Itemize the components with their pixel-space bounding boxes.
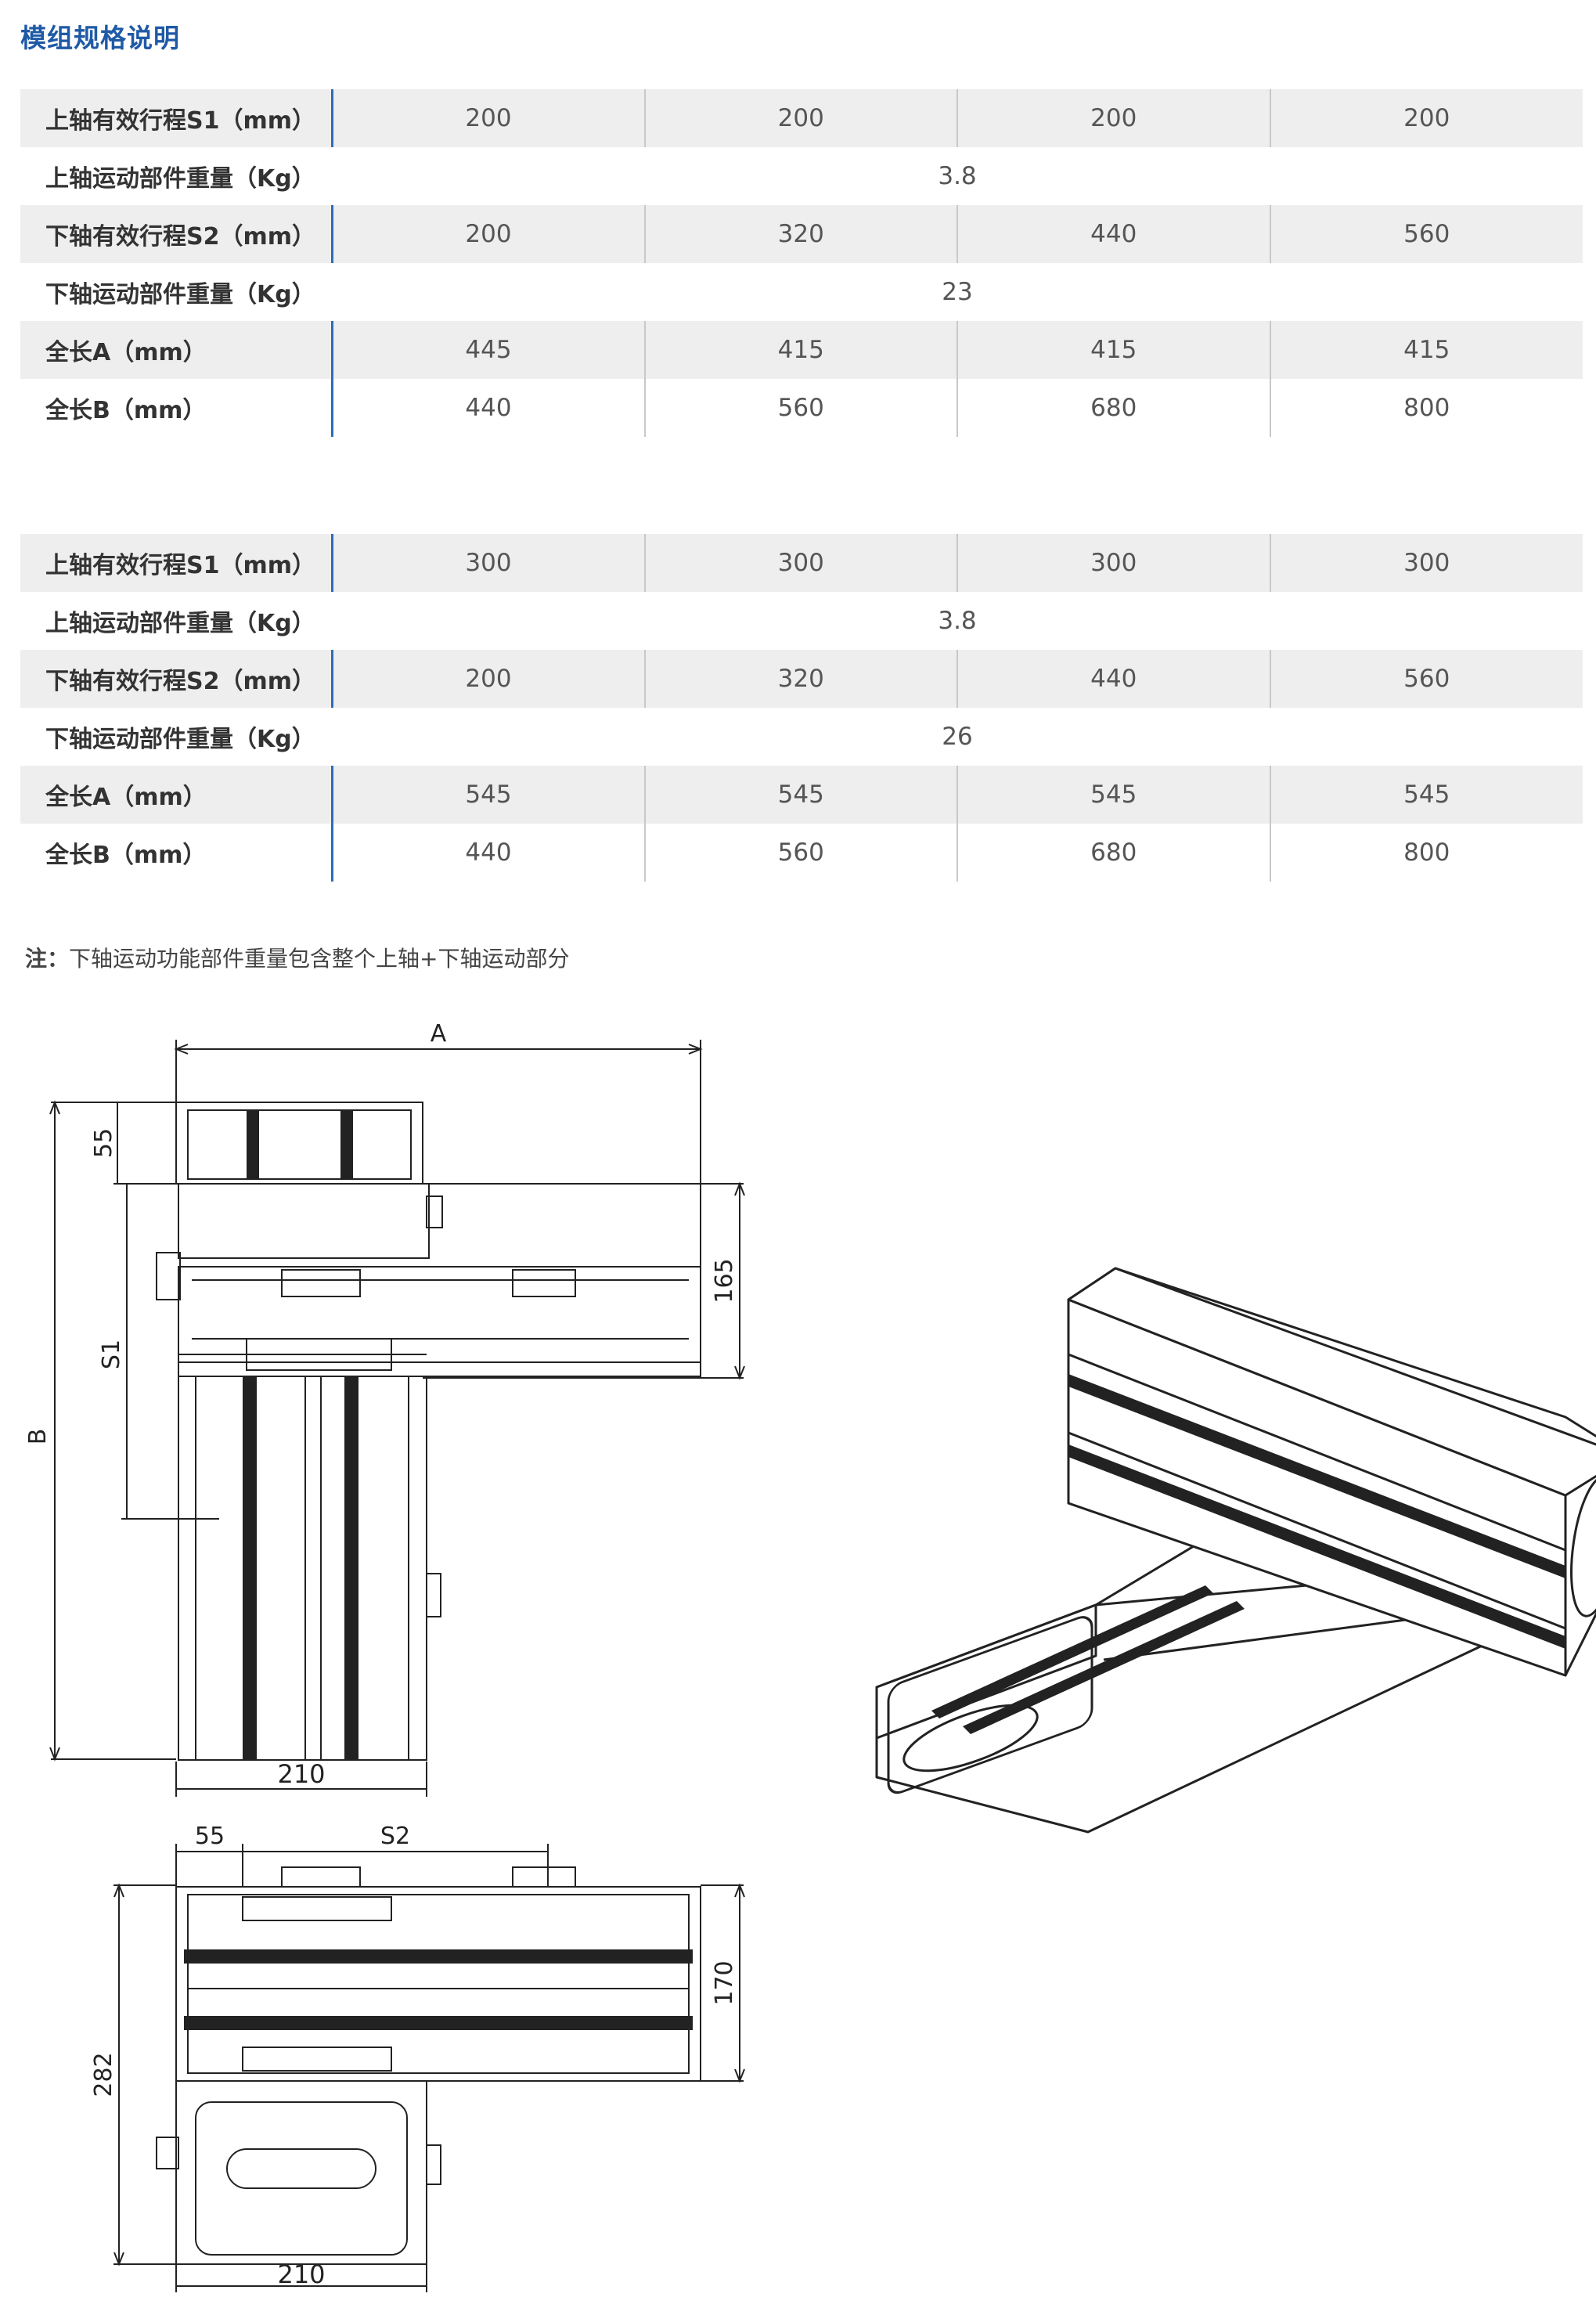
spec-cell: 545 (643, 766, 957, 824)
spec-row-label: 下轴有效行程S2（mm） (20, 205, 332, 263)
spec-row-label: 全长A（mm） (20, 321, 332, 379)
spec-cell-merged: 23 (942, 278, 973, 306)
spec-cell: 545 (957, 766, 1270, 824)
spec-row-label: 全长B（mm） (45, 842, 207, 869)
spec-cell: 200 (330, 650, 645, 708)
spec-cell: 200 (1269, 89, 1583, 147)
spec-row-label: 下轴运动部件重量（Kg） (45, 281, 315, 308)
spec-row-label: 全长A（mm） (20, 766, 332, 824)
top-view-drawing: 55 S2 282 170 210 (90, 1823, 745, 2292)
spec-cell: 545 (330, 766, 645, 824)
front-view-drawing: A B 55 S1 165 210 (24, 1020, 745, 1797)
spec-cell: 200 (330, 205, 645, 263)
spec-cell: 200 (957, 89, 1270, 147)
spec-cell: 440 (330, 824, 645, 882)
spec-cell: 560 (643, 379, 957, 437)
spec-cell: 300 (1269, 534, 1583, 592)
dim-label-282: 282 (90, 2052, 117, 2097)
spec-cell: 415 (643, 321, 957, 379)
spec-cell-merged: 3.8 (938, 162, 977, 190)
dim-label-170: 170 (711, 1960, 738, 2005)
spec-cell: 445 (330, 321, 645, 379)
dim-label-210-bottom: 210 (277, 2259, 325, 2289)
dim-label-s2: S2 (380, 1823, 410, 1850)
spec-cell: 320 (643, 650, 957, 708)
spec-row: 下轴运动部件重量（Kg） 26 (20, 708, 1583, 766)
spec-cell: 415 (957, 321, 1270, 379)
spec-cell: 440 (957, 205, 1270, 263)
spec-row: 下轴运动部件重量（Kg） 23 (20, 263, 1583, 321)
spec-cell: 415 (1269, 321, 1583, 379)
spec-cell: 440 (957, 650, 1270, 708)
spec-row-label: 上轴有效行程S1（mm） (20, 89, 332, 147)
spec-cell: 320 (643, 205, 957, 263)
spec-cell: 300 (643, 534, 957, 592)
spec-row-label: 上轴运动部件重量（Kg） (45, 165, 315, 193)
spec-cell: 680 (957, 379, 1270, 437)
spec-cell: 560 (643, 824, 957, 882)
spec-cell: 560 (1269, 205, 1583, 263)
dim-label-s1: S1 (98, 1340, 125, 1369)
spec-cell: 440 (330, 379, 645, 437)
dim-label-165: 165 (711, 1258, 738, 1303)
dim-label-210-top: 210 (277, 1759, 325, 1789)
dim-label-55-top: 55 (90, 1128, 117, 1158)
spec-row-label: 下轴有效行程S2（mm） (20, 650, 332, 708)
spec-cell: 200 (643, 89, 957, 147)
section-title: 模组规格说明 (20, 23, 180, 53)
spec-cell: 545 (1269, 766, 1583, 824)
dim-label-55-bottom: 55 (195, 1823, 225, 1850)
spec-cell-merged: 3.8 (938, 607, 977, 635)
footnote-label: 注： (25, 946, 70, 972)
spec-cell: 800 (1269, 379, 1583, 437)
footnote-text: 下轴运动功能部件重量包含整个上轴+下轴运动部分 (69, 946, 570, 972)
spec-row: 上轴运动部件重量（Kg） 3.8 (20, 592, 1583, 650)
spec-cell: 200 (330, 89, 645, 147)
spec-cell: 800 (1269, 824, 1583, 882)
spec-cell-merged: 26 (942, 723, 973, 751)
spec-cell: 680 (957, 824, 1270, 882)
spec-cell: 560 (1269, 650, 1583, 708)
isometric-view-drawing (875, 1267, 1596, 1834)
spec-row-label: 上轴运动部件重量（Kg） (45, 610, 315, 637)
spec-cell: 300 (957, 534, 1270, 592)
spec-row: 上轴运动部件重量（Kg） 3.8 (20, 147, 1583, 205)
spec-row-label: 上轴有效行程S1（mm） (20, 534, 332, 592)
footnote: 注：下轴运动功能部件重量包含整个上轴+下轴运动部分 (25, 942, 569, 973)
spec-row-label: 全长B（mm） (45, 397, 207, 424)
dim-label-a: A (431, 1020, 447, 1048)
spec-cell: 300 (330, 534, 645, 592)
spec-row-label: 下轴运动部件重量（Kg） (45, 726, 315, 753)
dim-label-b: B (24, 1429, 52, 1445)
